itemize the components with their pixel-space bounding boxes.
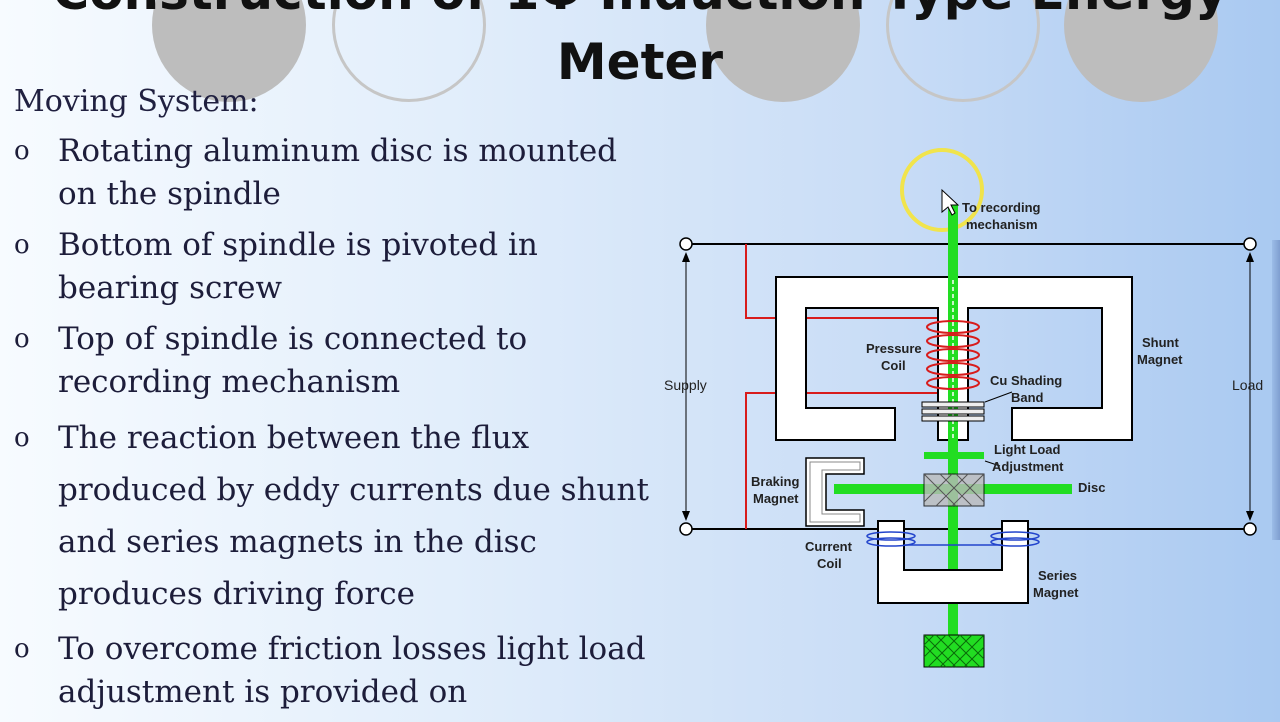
- list-item: o To overcome friction losses light load …: [14, 628, 664, 714]
- bearing-hatch: [923, 634, 985, 668]
- label-braking-magnet: Magnet: [753, 491, 799, 506]
- pressure-coil: [926, 320, 980, 390]
- label-mechanism: mechanism: [966, 217, 1038, 232]
- terminal: [679, 237, 693, 251]
- pointer: [984, 391, 1013, 403]
- label-shunt-magnet: Magnet: [1137, 352, 1183, 367]
- light-load-plate: [924, 452, 984, 459]
- label-cu-shading: Cu Shading: [990, 373, 1062, 388]
- slide-title-line1: Construction of 1Φ Induction Type Energy: [0, 0, 1280, 22]
- bullet-text: Bottom of spindle is pivoted in bearing …: [58, 227, 538, 306]
- mouse-cursor-icon: [941, 188, 960, 216]
- bullet-list: o Rotating aluminum disc is mounted on th…: [14, 130, 664, 722]
- cu-shading-band: [921, 401, 985, 422]
- disc-hub: [923, 473, 985, 507]
- label-series: Series: [1038, 568, 1077, 583]
- energy-meter-diagram: To recording mechanism Supply Load Press…: [664, 148, 1263, 668]
- label-load: Load: [1232, 377, 1263, 393]
- disc-hub-hatch: [923, 473, 985, 507]
- series-magnet: [877, 520, 1029, 604]
- label-current-coil: Coil: [817, 556, 842, 571]
- cursor-highlight: [900, 148, 984, 232]
- arrowhead: [682, 511, 690, 521]
- bullet-text: Top of spindle is connected to recording…: [58, 321, 528, 400]
- bullet-text: The reaction between the flux produced b…: [58, 420, 649, 612]
- label-light-load: Light Load: [994, 442, 1060, 457]
- current-coil: [866, 531, 1040, 547]
- label-disc: Disc: [1078, 480, 1105, 495]
- list-item: o Rotating aluminum disc is mounted on th…: [14, 130, 664, 216]
- label-adjustment: Adjustment: [992, 459, 1064, 474]
- terminal: [679, 522, 693, 536]
- bullet-marker: o: [14, 423, 30, 453]
- pressure-wire: [745, 392, 940, 529]
- label-to-recording: To recording: [962, 200, 1041, 215]
- list-item: o The reaction between the flux produced …: [14, 412, 664, 620]
- arrowhead: [1246, 252, 1254, 262]
- braking-magnet: [805, 457, 865, 527]
- bullet-marker: o: [14, 634, 30, 664]
- bullet-marker: o: [14, 230, 30, 260]
- label-current: Current: [805, 539, 853, 554]
- label-supply: Supply: [664, 377, 707, 393]
- slide-title-line2: Meter: [556, 33, 724, 91]
- label-shunt: Shunt: [1142, 335, 1179, 350]
- bullet-marker: o: [14, 324, 30, 354]
- label-pressure: Pressure: [866, 341, 922, 356]
- label-series-magnet: Magnet: [1033, 585, 1079, 600]
- label-band: Band: [1011, 390, 1044, 405]
- bullet-text: To overcome friction losses light load a…: [58, 631, 646, 710]
- arrowhead: [682, 252, 690, 262]
- bullet-text: Rotating aluminum disc is mounted on the…: [58, 133, 618, 212]
- list-item: o Top of spindle is connected to recordin…: [14, 318, 664, 404]
- bullet-marker: o: [14, 136, 30, 166]
- section-heading: Moving System:: [14, 84, 259, 119]
- window-edge: [1272, 240, 1280, 540]
- list-item: o Bottom of spindle is pivoted in bearing…: [14, 224, 664, 310]
- braking-magnet-shadow: [809, 461, 861, 523]
- terminal: [1243, 522, 1257, 536]
- arrowhead: [1246, 511, 1254, 521]
- label-pressure-coil: Coil: [881, 358, 906, 373]
- pressure-wire: [745, 244, 940, 319]
- label-braking: Braking: [751, 474, 799, 489]
- terminal: [1243, 237, 1257, 251]
- pointer: [984, 460, 1001, 467]
